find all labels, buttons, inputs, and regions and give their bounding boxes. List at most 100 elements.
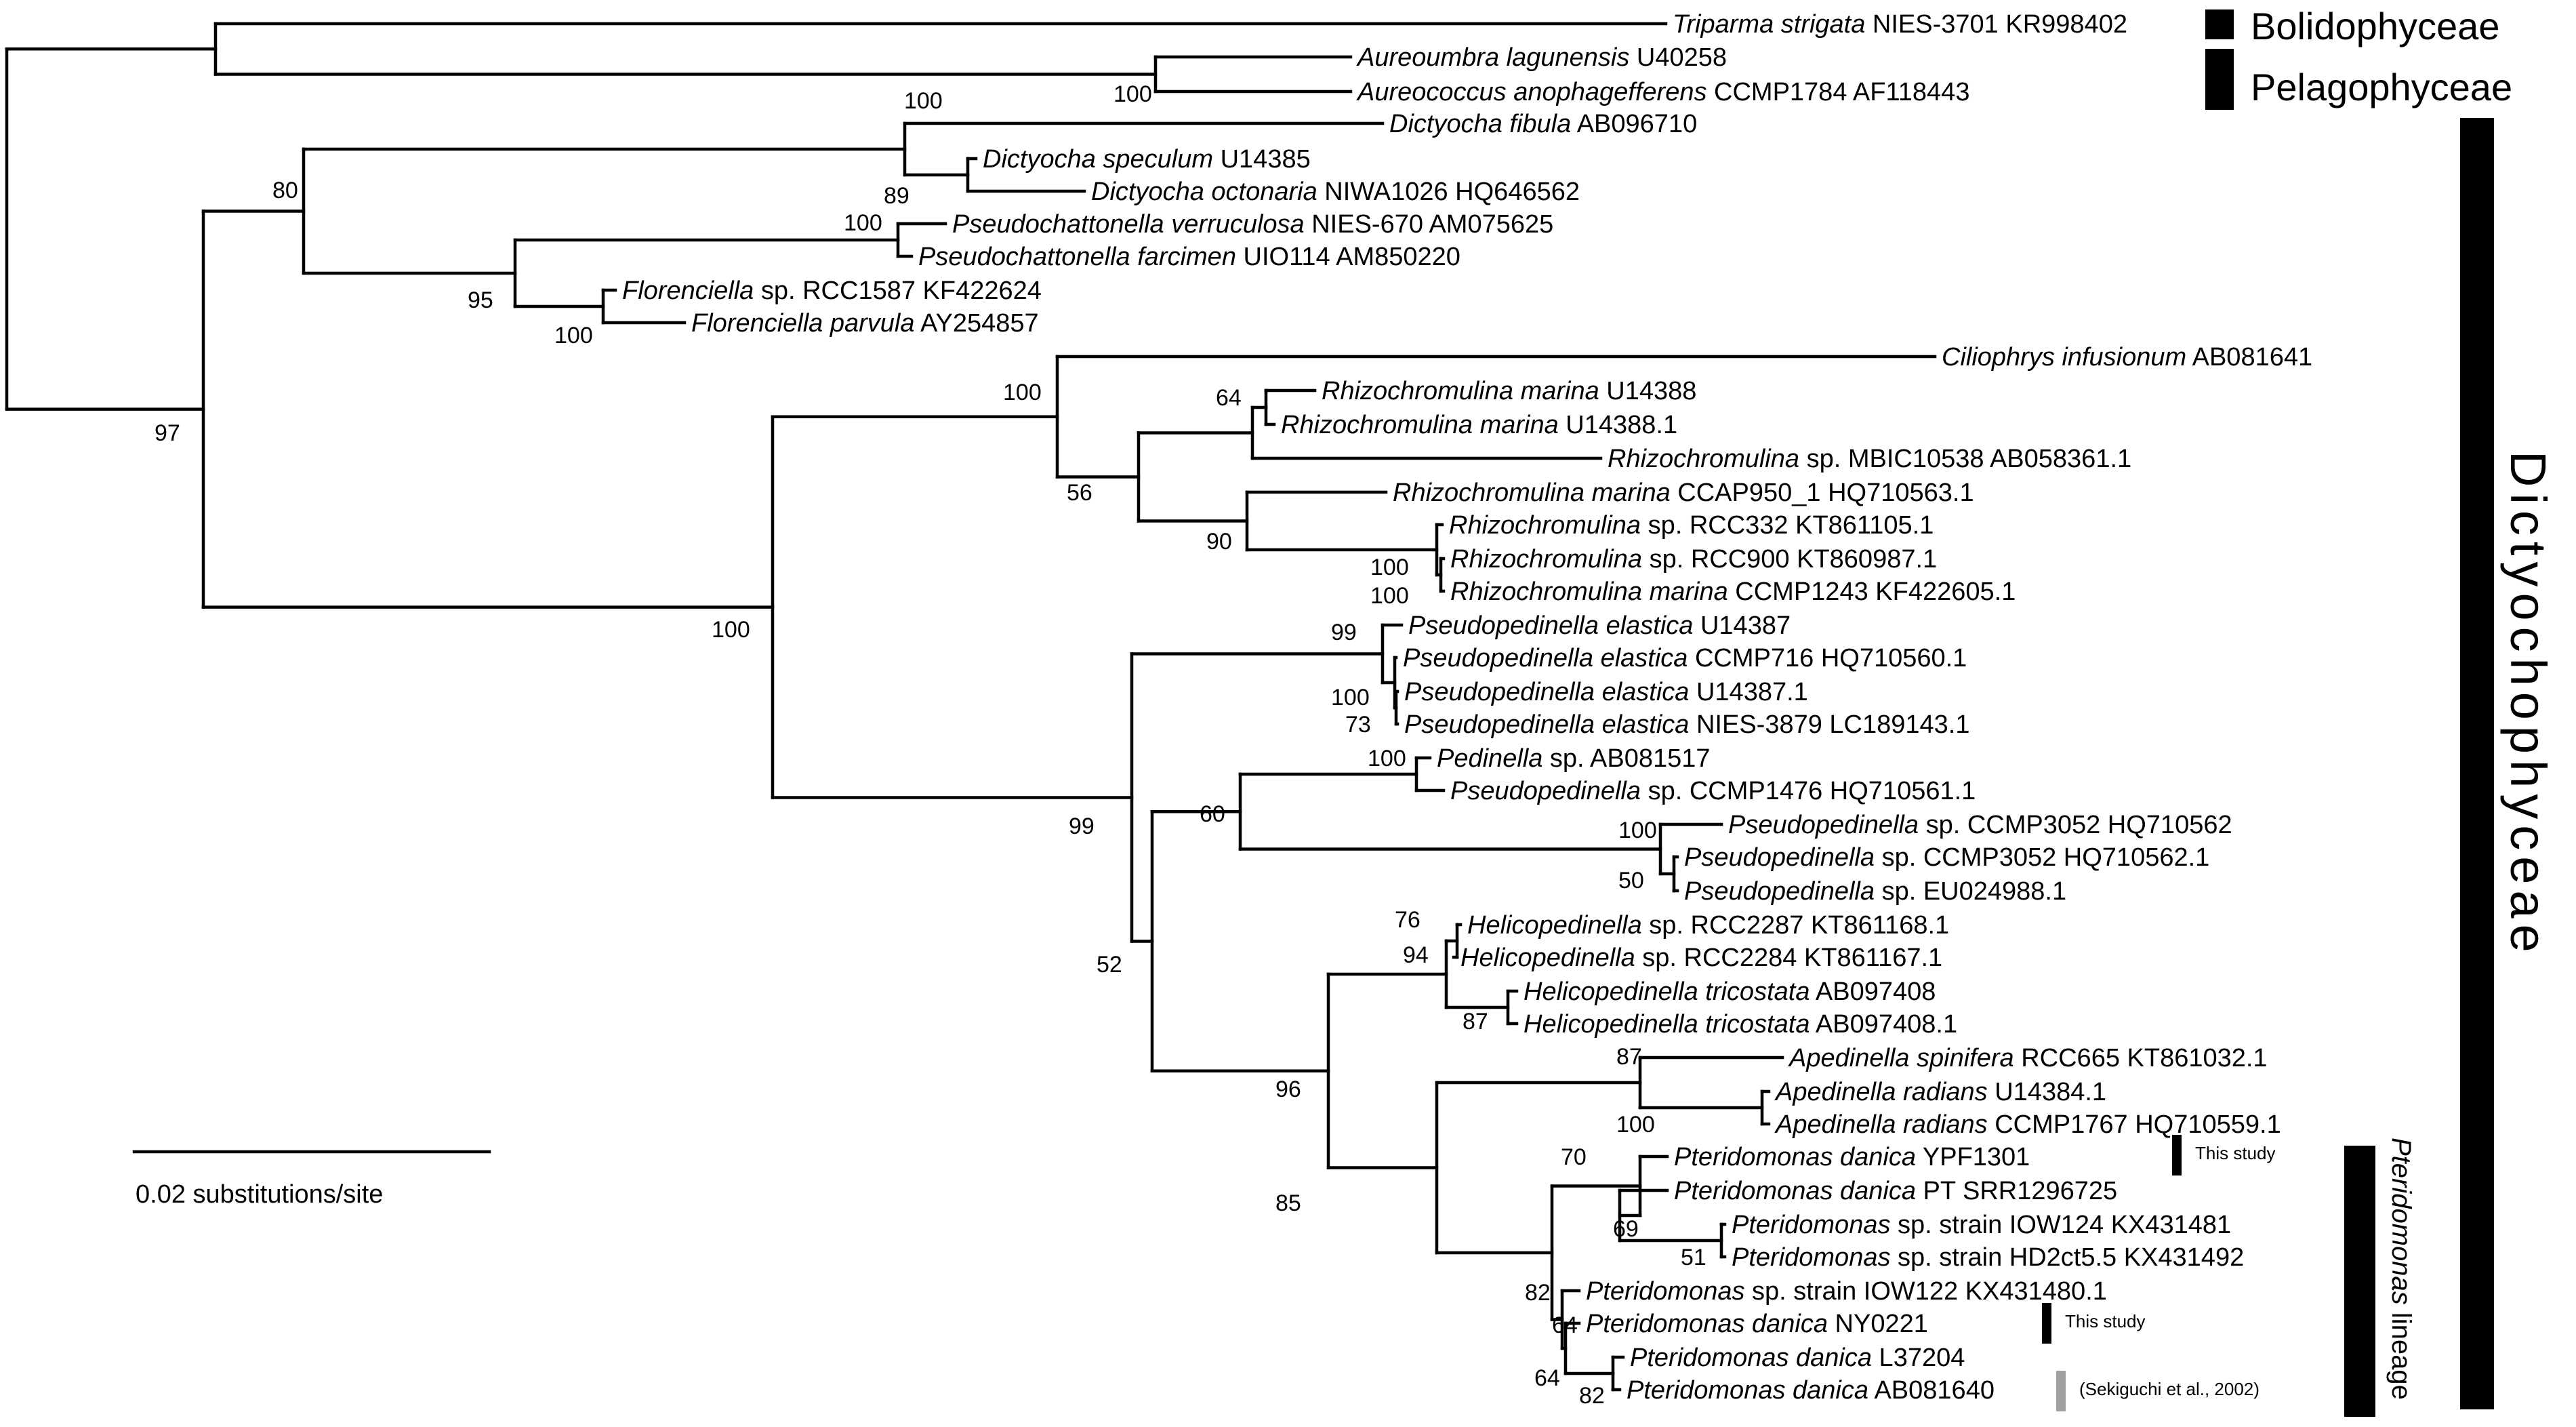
taxon-accession: NIWA1026 HQ646562 bbox=[1317, 178, 1580, 206]
taxon-genus: Rhizochromulina bbox=[1608, 445, 1799, 473]
support-value: 99 bbox=[1069, 813, 1095, 839]
taxon-genus: Rhizochromulina bbox=[1449, 511, 1641, 540]
taxon-label: Pteridomonas danica L37204 bbox=[1630, 1344, 1965, 1372]
taxon-genus: Pseudopedinella bbox=[1684, 843, 1875, 872]
taxon-accession: sp. RCC2287 KT861168.1 bbox=[1642, 911, 1949, 940]
support-value: 64 bbox=[1216, 385, 1242, 411]
taxon-accession: U14387 bbox=[1693, 611, 1791, 640]
taxon-genus: Pteridomonas danica bbox=[1674, 1177, 1916, 1205]
taxon-accession: UIO114 AM850220 bbox=[1236, 243, 1460, 271]
taxon-accession: CCAP950_1 HQ710563.1 bbox=[1671, 479, 1974, 507]
taxon-label: Pseudochattonella verruculosa NIES-670 A… bbox=[952, 210, 1553, 239]
taxon-accession: PT SRR1296725 bbox=[1916, 1177, 2117, 1205]
support-value: 52 bbox=[1097, 952, 1122, 978]
taxon-label: Pseudopedinella elastica NIES-3879 LC189… bbox=[1404, 710, 1970, 739]
taxon-genus: Pseudopedinella bbox=[1684, 877, 1875, 906]
support-value: 80 bbox=[272, 178, 298, 203]
taxon-genus: Triparma strigata bbox=[1673, 10, 1865, 39]
pelagophyceae-bar bbox=[2205, 49, 2234, 110]
taxon-accession: CCMP716 HQ710560.1 bbox=[1688, 644, 1967, 672]
support-value: 100 bbox=[1616, 1112, 1655, 1138]
support-value: 99 bbox=[1331, 620, 1357, 645]
taxon-label: Rhizochromulina marina U14388 bbox=[1322, 377, 1696, 405]
support-value: 85 bbox=[1275, 1190, 1301, 1216]
taxon-accession: U14388.1 bbox=[1559, 411, 1677, 439]
taxon-genus: Rhizochromulina marina bbox=[1281, 411, 1559, 439]
taxon-label: Rhizochromulina sp. MBIC10538 AB058361.1 bbox=[1608, 445, 2131, 473]
taxon-genus: Pteridomonas danica bbox=[1674, 1143, 1916, 1171]
pteridomonas-lineage-label: Pteridomonas lineage bbox=[2386, 1138, 2416, 1400]
support-value: 50 bbox=[1618, 868, 1644, 893]
taxon-label: Dictyocha fibula AB096710 bbox=[1389, 110, 1697, 138]
taxon-genus: Helicopedinella tricostata bbox=[1524, 1010, 1810, 1039]
support-value: 82 bbox=[1525, 1280, 1551, 1306]
taxon-accession: RCC665 KT861032.1 bbox=[2014, 1044, 2268, 1072]
taxon-genus: Pseudopedinella elastica bbox=[1408, 611, 1693, 640]
taxon-accession: CCMP1784 AF118443 bbox=[1706, 78, 1969, 106]
taxon-label: Pteridomonas sp. strain HD2ct5.5 KX43149… bbox=[1732, 1243, 2244, 1272]
taxon-genus: Pteridomonas danica bbox=[1630, 1344, 1872, 1372]
taxon-accession: sp. MBIC10538 AB058361.1 bbox=[1799, 445, 2131, 473]
taxon-label: Aureococcus anophagefferens CCMP1784 AF1… bbox=[1356, 78, 1969, 106]
scale-bar-label: 0.02 substitutions/site bbox=[136, 1180, 383, 1209]
support-value: 100 bbox=[904, 88, 943, 114]
support-value: 87 bbox=[1463, 1009, 1488, 1034]
support-value: 100 bbox=[1368, 746, 1406, 771]
support-value: 94 bbox=[1403, 942, 1429, 968]
taxon-label: Pseudopedinella elastica CCMP716 HQ71056… bbox=[1403, 644, 1967, 672]
taxon-label: Triparma strigata NIES-3701 KR998402 bbox=[1673, 10, 2127, 39]
taxon-label: Pteridomonas danica YPF1301 bbox=[1674, 1143, 2030, 1171]
taxon-accession: sp. RCC1587 KF422624 bbox=[754, 277, 1042, 305]
taxon-accession: CCMP1243 KF422605.1 bbox=[1728, 578, 2016, 606]
taxon-label: Ciliophrys infusionum AB081641 bbox=[1942, 343, 2312, 371]
taxon-label: Pteridomonas danica AB081640 bbox=[1627, 1376, 1995, 1405]
taxon-label: Apedinella radians CCMP1767 HQ710559.1 bbox=[1774, 1110, 2281, 1139]
literature-bar bbox=[2056, 1371, 2066, 1411]
taxon-label: Florenciella parvula AY254857 bbox=[691, 309, 1039, 338]
support-value: 69 bbox=[1613, 1216, 1639, 1242]
taxon-accession: NIES-3879 LC189143.1 bbox=[1689, 710, 1969, 739]
taxon-genus: Rhizochromulina bbox=[1450, 545, 1642, 574]
taxon-accession: sp. RCC2284 KT861167.1 bbox=[1635, 944, 1942, 972]
taxon-label: Aureoumbra lagunensis U40258 bbox=[1356, 43, 1727, 72]
this-study-bar-1 bbox=[2172, 1135, 2182, 1175]
pteridomonas-lineage-suffix: lineage bbox=[2386, 1305, 2416, 1400]
taxon-accession: L37204 bbox=[1872, 1344, 1965, 1372]
support-value: 82 bbox=[1579, 1383, 1605, 1409]
taxon-genus: Aureoumbra lagunensis bbox=[1356, 43, 1629, 72]
sekiguchi-note: (Sekiguchi et al., 2002) bbox=[2079, 1379, 2260, 1399]
taxon-genus: Apedinella radians bbox=[1774, 1110, 1988, 1139]
pteridomonas-lineage-bar bbox=[2344, 1146, 2375, 1417]
support-value: 64 bbox=[1552, 1312, 1578, 1338]
taxon-accession: AY254857 bbox=[915, 309, 1039, 338]
taxon-label: Helicopedinella tricostata AB097408.1 bbox=[1524, 1010, 1957, 1039]
taxon-label: Pseudopedinella elastica U14387.1 bbox=[1404, 678, 1808, 706]
taxon-genus: Dictyocha speculum bbox=[983, 145, 1213, 174]
taxon-label: Rhizochromulina marina U14388.1 bbox=[1281, 411, 1677, 439]
taxon-genus: Pteridomonas bbox=[1586, 1277, 1744, 1306]
taxon-genus: Aureococcus anophagefferens bbox=[1356, 78, 1706, 106]
taxon-label: Pteridomonas sp. strain IOW124 KX431481 bbox=[1732, 1211, 2231, 1239]
taxon-accession: sp. strain IOW124 KX431481 bbox=[1890, 1211, 2231, 1239]
taxon-label: Pseudopedinella sp. CCMP3052 HQ710562 bbox=[1728, 811, 2232, 839]
taxon-genus: Helicopedinella bbox=[1467, 911, 1642, 940]
taxon-label: Pteridomonas danica NY0221 bbox=[1586, 1310, 1928, 1338]
taxon-accession: CCMP1767 HQ710559.1 bbox=[1988, 1110, 2281, 1139]
taxon-genus: Rhizochromulina marina bbox=[1322, 377, 1599, 405]
support-value: 100 bbox=[1370, 555, 1409, 580]
taxon-label: Apedinella radians U14384.1 bbox=[1774, 1078, 2106, 1106]
support-value: 100 bbox=[844, 210, 882, 236]
taxon-label: Florenciella sp. RCC1587 KF422624 bbox=[622, 277, 1042, 305]
support-value: 87 bbox=[1616, 1044, 1642, 1070]
taxon-genus: Dictyocha fibula bbox=[1389, 110, 1571, 138]
taxon-genus: Dictyocha octonaria bbox=[1091, 178, 1317, 206]
taxon-genus: Pseudopedinella elastica bbox=[1404, 710, 1689, 739]
taxon-accession: NIES-3701 KR998402 bbox=[1865, 10, 2127, 39]
taxon-labels: Triparma strigata NIES-3701 KR998402Aure… bbox=[622, 10, 2312, 1405]
support-value: 100 bbox=[1331, 685, 1370, 710]
support-value: 100 bbox=[1113, 81, 1152, 107]
scale-bar: 0.02 substitutions/site bbox=[132, 1150, 491, 1209]
support-value: 100 bbox=[1618, 818, 1657, 843]
taxon-label: Helicopedinella tricostata AB097408 bbox=[1524, 978, 1936, 1006]
